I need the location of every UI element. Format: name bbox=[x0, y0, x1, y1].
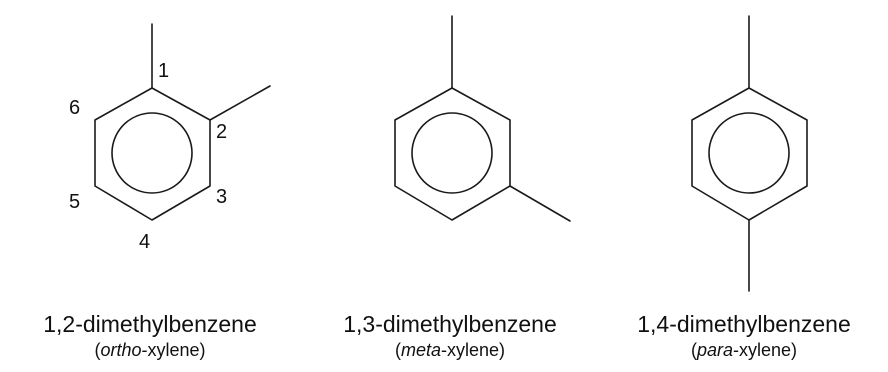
meta-suffix: -xylene bbox=[441, 340, 500, 360]
meta-caption: 1,3-dimethylbenzene (meta-xylene) bbox=[300, 310, 600, 362]
meta-benzene-ring bbox=[394, 87, 511, 221]
para-xylene-structure bbox=[691, 15, 808, 292]
meta-prefix: meta bbox=[400, 340, 441, 360]
locant-5: 5 bbox=[69, 191, 80, 213]
locant-1: 1 bbox=[158, 60, 169, 82]
locant-2: 2 bbox=[216, 121, 227, 143]
ortho-prefix: ortho bbox=[100, 340, 142, 360]
ortho-suffix: -xylene bbox=[141, 340, 200, 360]
ortho-iupac-name: 1,2-dimethylbenzene bbox=[43, 311, 257, 337]
meta-common-name: (meta-xylene) bbox=[394, 340, 506, 360]
para-aromatic-circle bbox=[708, 112, 790, 194]
ortho-aromatic-circle bbox=[111, 112, 193, 194]
ortho-methyl-2 bbox=[209, 85, 271, 121]
para-caption: 1,4-dimethylbenzene (para-xylene) bbox=[600, 310, 888, 362]
locant-4: 4 bbox=[139, 231, 150, 253]
para-common-name: (para-xylene) bbox=[690, 340, 798, 360]
locant-3: 3 bbox=[216, 186, 227, 208]
meta-iupac-name: 1,3-dimethylbenzene bbox=[343, 311, 557, 337]
para-prefix: para bbox=[696, 340, 733, 360]
ortho-common-name: (ortho-xylene) bbox=[94, 340, 206, 360]
meta-aromatic-circle bbox=[411, 112, 493, 194]
ortho-xylene-structure: 1 2 3 4 5 6 bbox=[69, 23, 271, 253]
para-iupac-name: 1,4-dimethylbenzene bbox=[637, 311, 851, 337]
meta-methyl-3 bbox=[509, 185, 571, 222]
ortho-caption: 1,2-dimethylbenzene (ortho-xylene) bbox=[0, 310, 300, 362]
para-suffix: -xylene bbox=[733, 340, 792, 360]
locant-6: 6 bbox=[69, 97, 80, 119]
meta-xylene-structure bbox=[394, 15, 571, 222]
